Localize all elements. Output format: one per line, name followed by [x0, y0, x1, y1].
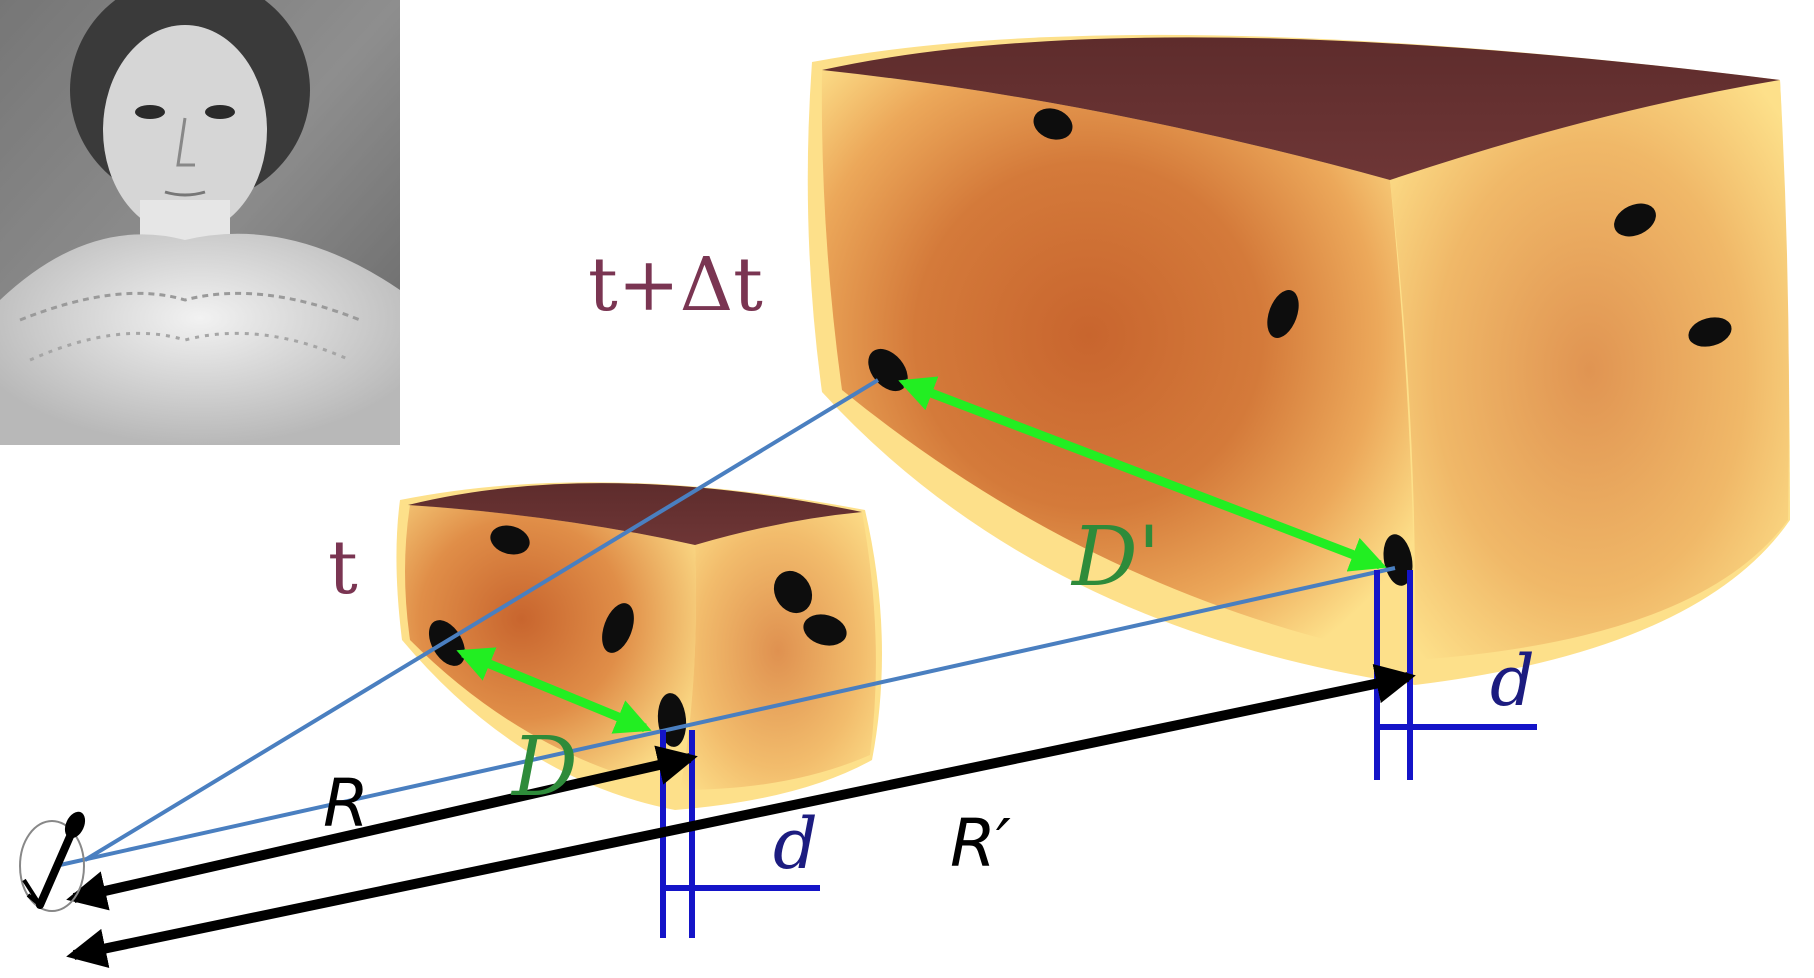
label-d-large: d — [1490, 640, 1535, 722]
radius-arrow-small — [66, 745, 698, 911]
raisin-large-b — [1383, 534, 1413, 586]
label-time-large: t+Δt — [588, 242, 763, 328]
label-distance-small: D — [510, 720, 578, 815]
distance-arrow-large — [898, 376, 1387, 572]
label-radius-large: R′ — [950, 805, 1011, 882]
radius-arrows — [66, 663, 1416, 969]
crust-small — [408, 483, 862, 545]
crust-large — [822, 37, 1780, 181]
label-distance-large: D' — [1070, 510, 1160, 605]
label-d-small: d — [773, 803, 818, 885]
portrait-photo — [0, 0, 400, 445]
label-radius-small: R — [323, 765, 369, 842]
radius-arrow-large — [66, 663, 1416, 969]
loaf-small — [396, 482, 882, 810]
observer-icon — [19, 811, 86, 912]
label-time-small: t — [328, 525, 358, 611]
